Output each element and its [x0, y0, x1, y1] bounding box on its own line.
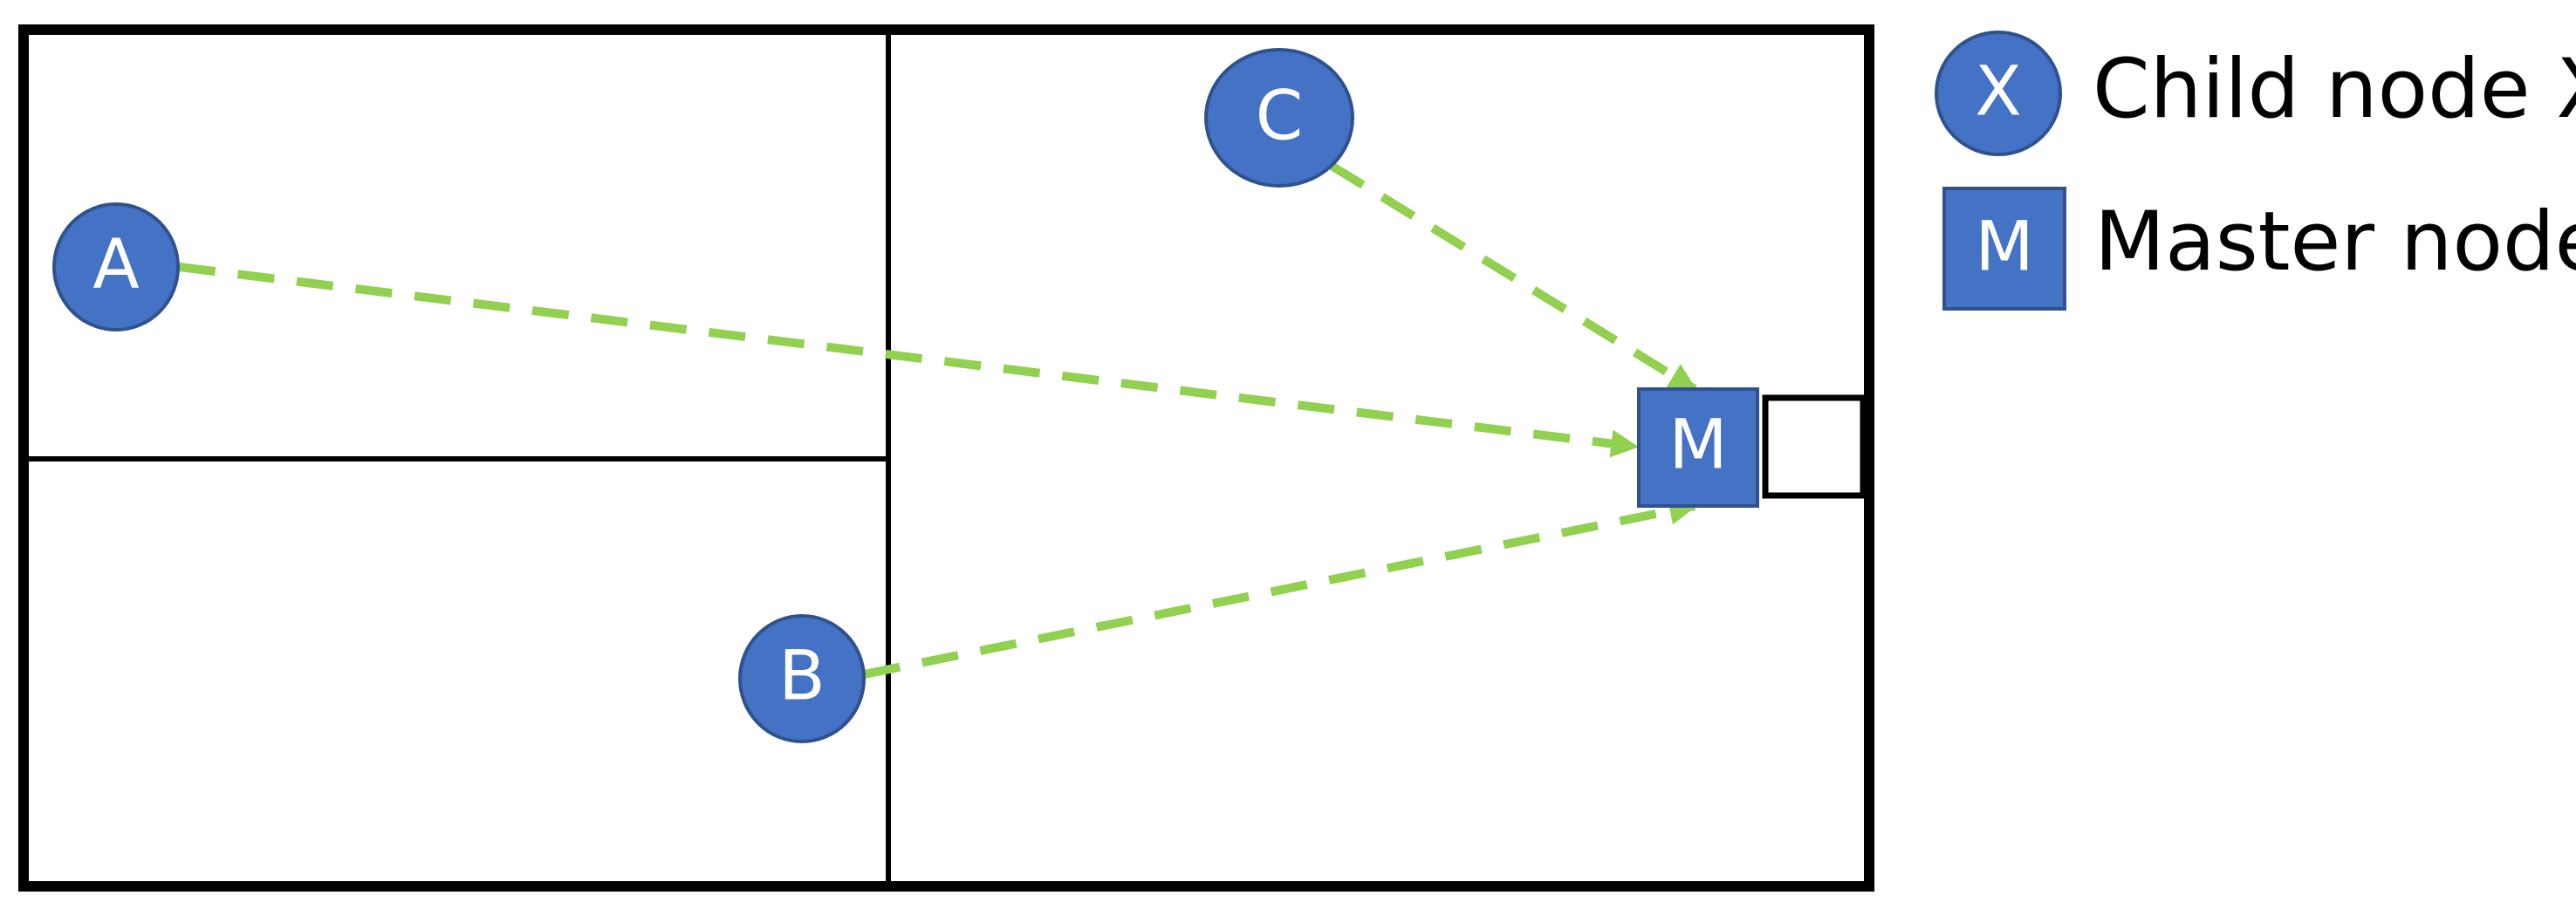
node-c: C — [1204, 48, 1354, 188]
legend-child-text: Child node X — [2093, 42, 2576, 137]
node-a-label: A — [92, 225, 139, 304]
legend-master-square — [1942, 187, 2066, 311]
legend-master-symbol: M — [1975, 208, 2033, 286]
node-b-label: B — [778, 637, 826, 715]
node-b-circle — [738, 614, 866, 743]
master-port-box — [1762, 394, 1867, 499]
node-b: B — [738, 614, 866, 743]
legend-child-entry: X Child node X — [1935, 31, 2576, 156]
edge-a-to-m — [178, 263, 1640, 458]
legend-child-circle — [1935, 31, 2062, 156]
legend-master-text: Master node — [2094, 195, 2576, 290]
legend-master-entry: M Master node — [1942, 187, 2576, 311]
node-c-circle — [1204, 48, 1354, 188]
node-a-circle — [52, 202, 180, 332]
node-m-square — [1637, 387, 1759, 508]
node-m-label: M — [1668, 406, 1727, 484]
node-m: M — [1637, 387, 1759, 508]
edge-b-to-m — [863, 497, 1698, 679]
legend: X Child node X M Master node — [1935, 31, 2576, 311]
node-c-label: C — [1256, 77, 1303, 155]
node-a: A — [52, 202, 180, 332]
legend-child-symbol: X — [1975, 52, 2021, 131]
edge-c-to-m — [1329, 161, 1697, 393]
